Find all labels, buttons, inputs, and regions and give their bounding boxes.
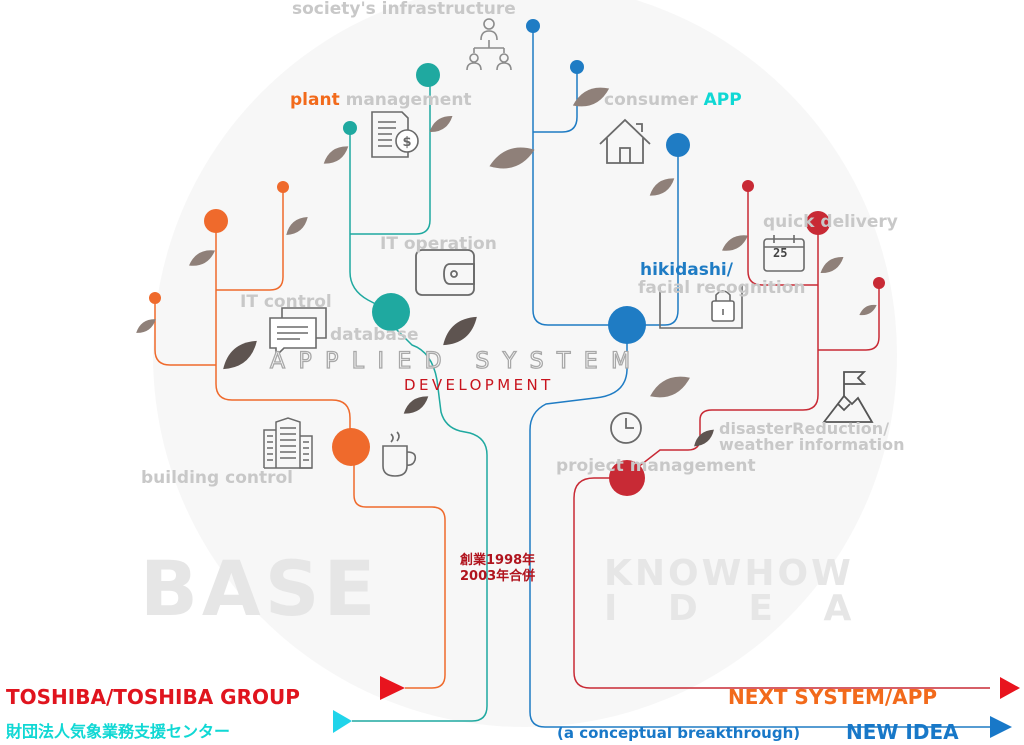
document-money-icon: $: [371, 111, 419, 158]
leaf-icon: [694, 429, 714, 447]
label-society-infrastructure: society's infrastructure: [292, 0, 516, 19]
label-consumer-app: consumer APP: [604, 92, 742, 109]
label-plant: plant: [290, 90, 340, 110]
label-applied-system: APPLIED SYSTEM: [269, 349, 644, 374]
leaf-icon: [489, 147, 535, 169]
label-idea: I D E A: [604, 588, 871, 629]
label-toshiba: TOSHIBA/TOSHIBA GROUP: [6, 685, 300, 709]
canopy-background: [153, 0, 897, 727]
leaf-icon: [443, 316, 477, 346]
label-weather-information: weather information: [719, 435, 905, 454]
calendar-icon: [763, 235, 805, 272]
svg-text:$: $: [402, 135, 411, 150]
wallet-icon: [415, 249, 475, 296]
leaves: [136, 87, 877, 447]
label-disaster-reduction: disasterReduction/: [719, 419, 890, 438]
label-it-control: IT control: [240, 292, 332, 312]
leaf-icon: [323, 146, 349, 164]
leaf-icon: [722, 235, 748, 251]
label-building-control: building control: [141, 468, 293, 488]
label-quick-delivery: quick delivery: [763, 212, 898, 232]
leaf-icon: [223, 340, 257, 370]
label-weather-center: 財団法人気象業務支援センター: [6, 722, 231, 741]
leaf-icon: [403, 396, 429, 414]
leaf-icon: [136, 319, 156, 333]
coffee-cup-icon: [382, 431, 417, 477]
label-hikidashi: hikidashi/: [640, 260, 733, 280]
label-base: BASE: [140, 544, 380, 633]
clock-icon: [610, 412, 642, 444]
leaf-icon: [650, 376, 690, 398]
leaf-icon: [572, 87, 610, 107]
orange-branches: [154, 187, 446, 689]
leaf-icon: [649, 178, 675, 196]
leaf-icon: [820, 256, 844, 274]
mountain-flag-icon: [822, 371, 874, 423]
label-new-idea: NEW IDEA: [846, 720, 959, 744]
label-facial-recognition: facial recognition: [638, 278, 806, 298]
label-development: DEVELOPMENT: [404, 376, 554, 394]
label-plant-management: plant management: [290, 92, 472, 109]
leaf-icon: [286, 217, 308, 235]
label-app: APP: [703, 90, 742, 110]
leaf-icon: [429, 115, 453, 133]
label-management: management: [345, 90, 472, 110]
label-database: database: [330, 325, 419, 345]
red-branches: [573, 186, 990, 689]
building-icon: [263, 417, 313, 469]
label-founded: 創業1998年: [460, 553, 536, 568]
blue-branches: [529, 27, 990, 728]
label-it-operation: IT operation: [380, 234, 497, 254]
label-consumer: consumer: [604, 90, 698, 110]
chat-icon: [269, 307, 327, 358]
nodes: [149, 19, 885, 496]
label-next-system: NEXT SYSTEM/APP: [728, 685, 938, 709]
people-icon: [466, 18, 512, 71]
home-icon: [599, 118, 651, 164]
label-project-management: project management: [556, 456, 756, 476]
label-merged: 2003年合併: [460, 569, 536, 584]
label-conceptual: (a conceptual breakthrough): [557, 724, 801, 742]
leaf-icon: [859, 304, 877, 316]
leaf-icon: [189, 250, 215, 266]
padlock-icon: [659, 285, 743, 329]
label-knowhow: KNOWHOW: [604, 553, 854, 594]
calendar-day: 25: [773, 246, 788, 260]
